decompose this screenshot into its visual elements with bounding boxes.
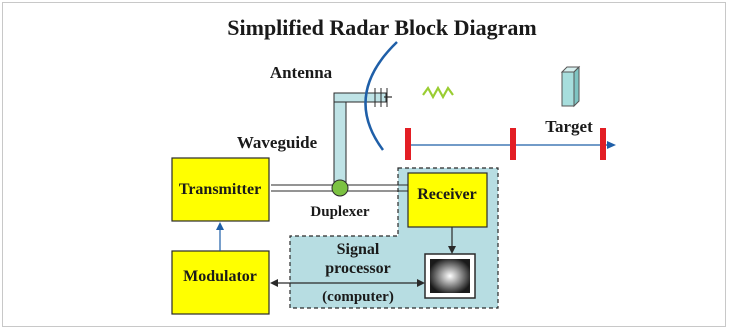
target-label: Target (545, 117, 593, 136)
display-screen (430, 259, 470, 293)
diagram-title: Simplified Radar Block Diagram (227, 15, 536, 40)
pulse-marker (510, 128, 516, 160)
signal-processor-label-line3: (computer) (322, 289, 394, 305)
propagation-arrowhead (607, 141, 616, 149)
duplexer-label: Duplexer (310, 204, 370, 220)
transmitter-label: Transmitter (179, 181, 261, 198)
modulator-label: Modulator (183, 268, 257, 285)
antenna-dish (364, 41, 398, 151)
pulse-marker (405, 128, 411, 160)
signal-wave (422, 85, 454, 100)
signal-processor-label-line2: processor (325, 260, 390, 277)
signal-processor-label-line1: Signal (337, 241, 380, 258)
receiver-label: Receiver (417, 186, 477, 203)
antenna-label: Antenna (270, 63, 333, 82)
modulator-block (171, 250, 270, 315)
receiver-block (407, 172, 488, 228)
waveguide-vertical (333, 92, 347, 191)
transmitter-block (171, 157, 270, 222)
waveguide-horizontal (333, 92, 387, 103)
duplexer (331, 179, 349, 197)
waveguide-label: Waveguide (237, 133, 318, 152)
pulse-marker (600, 128, 606, 160)
target-object (560, 65, 581, 108)
